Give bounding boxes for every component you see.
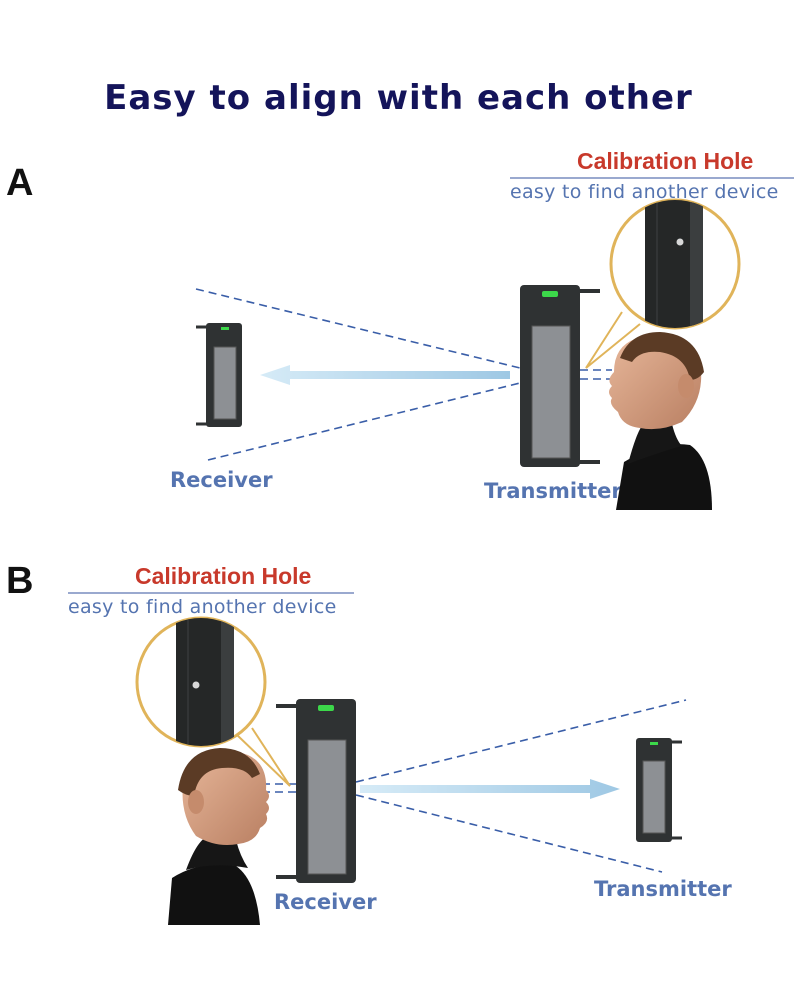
section-a-beam-lines <box>195 288 612 461</box>
section-a-transmitter-label: Transmitter <box>484 479 622 503</box>
section-a-callout-rule <box>510 177 794 179</box>
section-b-transmitter-device-icon <box>636 738 682 842</box>
section-a-callout-title: Calibration Hole <box>577 148 754 174</box>
section-b-calibration-callout-icon <box>135 616 291 787</box>
section-a-person-icon <box>609 332 712 510</box>
section-b-person-icon <box>168 748 269 925</box>
section-b-arrow-icon <box>360 779 620 799</box>
section-a-letter: A <box>6 162 34 204</box>
section-a-receiver-device-icon <box>196 323 242 427</box>
section-b-receiver-device-icon <box>276 699 356 883</box>
section-b-callout-subtitle: easy to find another device <box>68 596 337 618</box>
section-b-transmitter-label: Transmitter <box>594 877 732 901</box>
section-b-letter: B <box>6 560 34 602</box>
section-a-arrow-icon <box>260 365 510 385</box>
section-b-callout-title: Calibration Hole <box>135 563 312 589</box>
section-b-receiver-label: Receiver <box>274 890 377 914</box>
section-a-calibration-callout-icon <box>585 198 741 369</box>
section-a-callout-subtitle: easy to find another device <box>510 181 779 203</box>
section-a-transmitter-device-icon <box>520 285 600 467</box>
page-title: Easy to align with each other <box>104 78 693 118</box>
section-a-receiver-label: Receiver <box>170 468 273 492</box>
section-b-beam-lines <box>262 699 687 873</box>
section-b-callout-rule <box>68 592 354 594</box>
